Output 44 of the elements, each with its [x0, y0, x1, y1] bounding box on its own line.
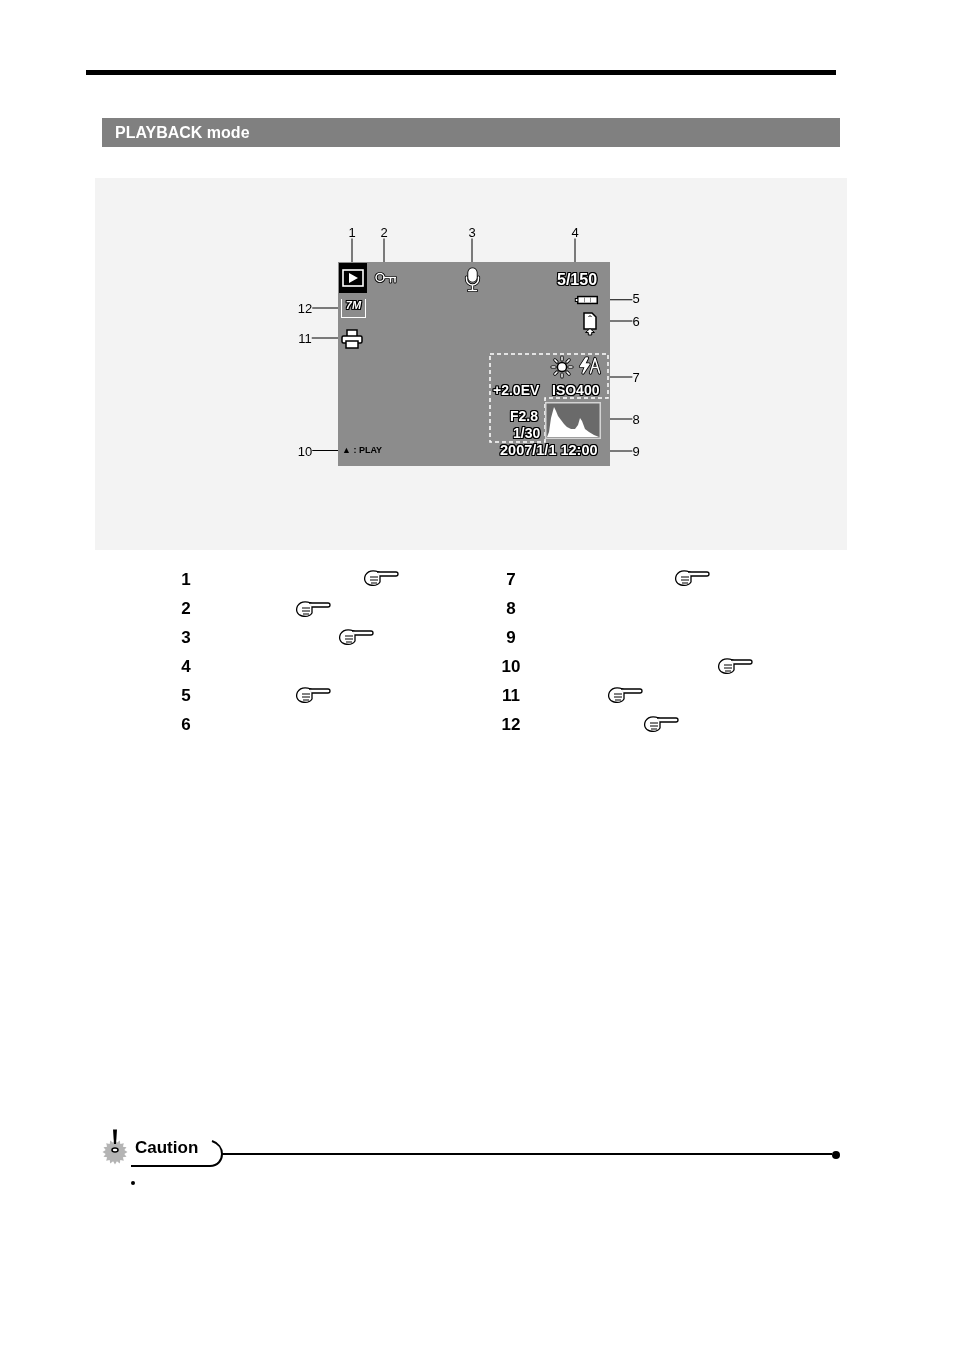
list-number: 7: [506, 570, 516, 588]
iso-value: ISO400: [552, 383, 600, 397]
list-number: 2: [181, 599, 191, 617]
shutter-speed-value: 1/30: [513, 426, 541, 440]
list-number: 4: [181, 657, 191, 675]
exposure-compensation-value: +2.0EV: [493, 383, 540, 397]
image-count-text: 5/150: [557, 272, 598, 288]
list-number: 5: [181, 686, 191, 704]
callout-number: 7: [632, 370, 640, 384]
histogram-icon: [545, 402, 601, 439]
list-number: 9: [506, 628, 516, 646]
printer-icon: [341, 329, 363, 349]
info-frame: [489, 353, 609, 443]
microphone-icon: [464, 267, 481, 293]
image-size-indicator: 7M: [341, 299, 366, 318]
callout-number: 1: [348, 225, 356, 239]
callout-number: 6: [632, 314, 640, 328]
memory-card-icon: [582, 312, 598, 336]
callout-number: 10: [297, 444, 313, 458]
list-number: 12: [501, 715, 521, 733]
aperture-value: F2.8: [510, 409, 538, 423]
key-icon: [374, 271, 398, 284]
callout-number: 4: [571, 225, 579, 239]
callout-number: 11: [298, 331, 312, 345]
section-heading: PLAYBACK mode: [102, 118, 840, 147]
callout-number: 2: [380, 225, 388, 239]
lcd-screen: [338, 262, 610, 466]
play-icon: [339, 263, 367, 293]
list-number: 10: [501, 657, 521, 675]
callout-number: 12: [297, 301, 313, 315]
list-number: 3: [181, 628, 191, 646]
callout-number: 9: [632, 444, 640, 458]
callout-number: 5: [632, 291, 640, 305]
date-time-text: 2007/1/1 12:00: [500, 443, 598, 458]
play-hint-text: ▲ : PLAY: [342, 446, 383, 455]
list-number: 11: [502, 686, 520, 704]
leader-line: [351, 238, 353, 264]
callout-number: 8: [632, 412, 640, 426]
battery-icon: [574, 295, 599, 305]
list-number: 1: [181, 570, 191, 588]
list-number: 6: [181, 715, 191, 733]
caution-heading: Caution: [135, 1139, 199, 1156]
list-number: 8: [506, 599, 516, 617]
callout-number: 3: [468, 225, 476, 239]
